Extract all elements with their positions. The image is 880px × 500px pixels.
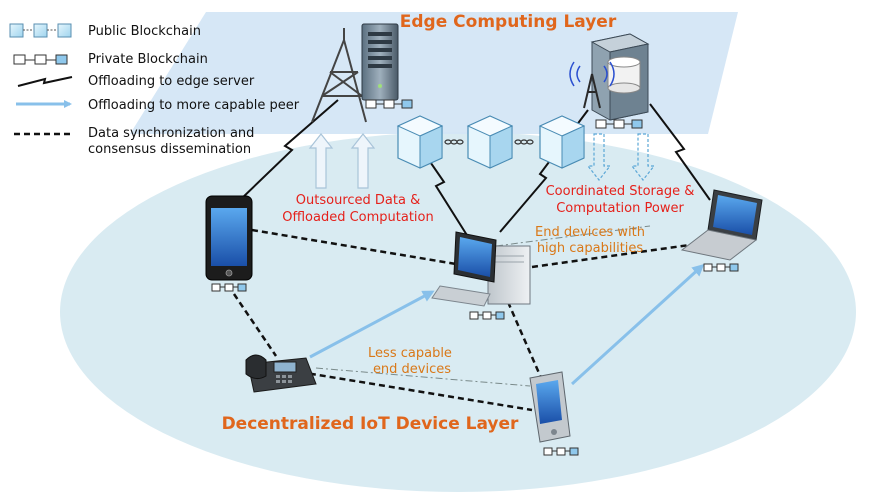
server-rack-icon bbox=[361, 23, 399, 101]
legend-sync-line2: consensus dissemination bbox=[88, 142, 251, 157]
high-capability-label-line2: high capabilities bbox=[537, 241, 644, 256]
legend-public-blockchain: Public Blockchain bbox=[88, 24, 201, 39]
cube-icon bbox=[466, 115, 514, 169]
keyboard-icon bbox=[431, 285, 491, 307]
sync-connections bbox=[232, 228, 705, 412]
private-blockchain-icon bbox=[469, 311, 505, 320]
private-blockchain-icon bbox=[13, 54, 68, 65]
legend: Public Blockchain Private Blockchain Off… bbox=[9, 23, 300, 157]
antenna-icon bbox=[583, 73, 601, 109]
home-button-icon bbox=[225, 269, 233, 277]
less-capable-label-line1: Less capable bbox=[368, 346, 452, 361]
outsourced-arrows bbox=[308, 133, 376, 189]
lightning-icon bbox=[17, 76, 73, 87]
edge-server-tower bbox=[311, 23, 413, 123]
laptop-base-icon bbox=[680, 229, 758, 261]
cell-tower-icon bbox=[311, 28, 367, 123]
coordinated-label-line2: Computation Power bbox=[556, 201, 684, 216]
laptop-device bbox=[680, 189, 763, 272]
handset-icon bbox=[245, 354, 267, 380]
legend-offloading-edge: Offloading to edge server bbox=[88, 74, 255, 89]
grouping-lines bbox=[315, 225, 651, 387]
desk-phone-device bbox=[245, 354, 317, 393]
device-layer-ellipse bbox=[60, 132, 856, 492]
public-blockchain-chain bbox=[396, 115, 586, 169]
legend-private-blockchain: Private Blockchain bbox=[88, 52, 208, 67]
private-blockchain-icon bbox=[703, 263, 739, 272]
public-blockchain-icon bbox=[9, 23, 72, 38]
keypad-icon bbox=[276, 375, 292, 383]
signal-waves-icon bbox=[569, 61, 615, 87]
high-capability-label-line1: End devices with bbox=[535, 225, 645, 240]
chain-link-icon bbox=[444, 139, 464, 145]
database-icon bbox=[607, 56, 641, 94]
private-blockchain-icon bbox=[211, 283, 247, 292]
legend-sync-line1: Data synchronization and bbox=[88, 126, 254, 141]
edge-database-server bbox=[569, 33, 650, 129]
coordinated-label-line1: Coordinated Storage & bbox=[546, 184, 695, 199]
private-blockchain-icon bbox=[365, 99, 413, 109]
smartphone-screen bbox=[211, 208, 247, 266]
private-blockchain-icon bbox=[595, 119, 643, 129]
cube-icon bbox=[396, 115, 444, 169]
private-blockchain-icon bbox=[543, 447, 579, 456]
device-layer-title: Decentralized IoT Device Layer bbox=[222, 414, 519, 434]
legend-offloading-peer: Offloading to more capable peer bbox=[88, 98, 300, 113]
pda-device bbox=[529, 371, 579, 456]
chain-link-icon bbox=[514, 139, 534, 145]
pda-screen-icon bbox=[536, 380, 562, 424]
coordinated-arrows bbox=[586, 133, 656, 181]
cube-icon bbox=[538, 115, 586, 169]
outsourced-label-line1: Outsourced Data & bbox=[296, 193, 420, 208]
peer-offload-arrows bbox=[309, 263, 705, 386]
smartphone-device bbox=[205, 195, 253, 292]
outsourced-label-line2: Offloaded Computation bbox=[282, 210, 434, 225]
less-capable-label-line2: end devices bbox=[373, 362, 451, 377]
desktop-pc-device bbox=[431, 231, 531, 320]
phone-display-icon bbox=[273, 361, 297, 373]
edge-layer-title: Edge Computing Layer bbox=[400, 12, 617, 32]
